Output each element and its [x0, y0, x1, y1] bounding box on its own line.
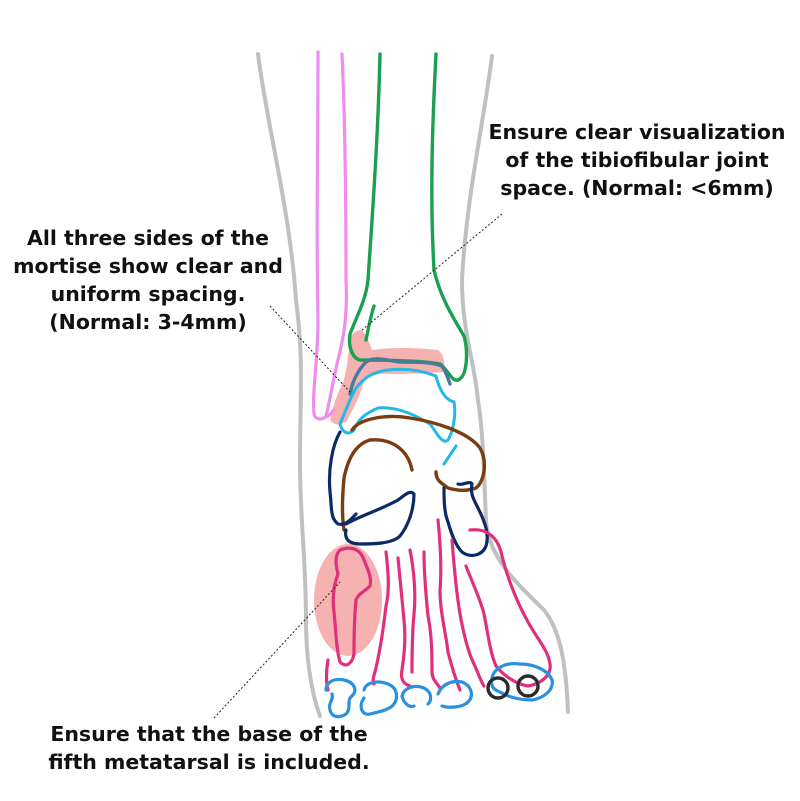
metatarsal-2 [436, 518, 486, 692]
sesamoid-medial [516, 674, 540, 698]
annotation-fifth-metatarsal: Ensure that the base of the fifth metata… [48, 722, 370, 774]
fibula-right-edge [324, 52, 348, 418]
phalanx-4 [359, 680, 399, 716]
highlight-regions [314, 330, 445, 656]
metatarsal-4 [371, 550, 412, 688]
metatarsal-1 [464, 528, 552, 688]
cuneiforms [327, 430, 489, 557]
navicular [340, 414, 487, 532]
mortise-highlight [330, 330, 445, 425]
cuneiform-middle [344, 490, 416, 546]
sesamoid-lateral [486, 676, 510, 700]
cuneiform-lateral [442, 481, 489, 557]
phalanx-5 [324, 677, 357, 719]
soft-tissue-outline [256, 52, 570, 718]
phalanges [324, 662, 554, 719]
fibula-left-edge [312, 50, 336, 421]
phalanx-2 [436, 679, 473, 709]
fibula [312, 50, 348, 421]
talus-dome [348, 357, 452, 396]
phalanx-3 [400, 684, 433, 709]
leader-lines [213, 213, 503, 719]
tibia-notch [364, 304, 376, 342]
fifth-metatarsal-highlight [314, 544, 382, 656]
annotation-tibiofibular: Ensure clear visualization of the tibiof… [488, 120, 786, 200]
sesamoids [486, 674, 540, 700]
tibia [347, 52, 469, 382]
talus [338, 367, 458, 466]
leg-outline-right [460, 54, 570, 714]
phalanx-1 [489, 662, 554, 702]
leg-outline-left [256, 52, 322, 718]
leader-metatarsal [213, 581, 341, 719]
leader-mortise [269, 305, 351, 393]
annotation-mortise: All three sides of the mortise show clea… [13, 226, 283, 334]
metatarsal-3 [408, 548, 442, 690]
